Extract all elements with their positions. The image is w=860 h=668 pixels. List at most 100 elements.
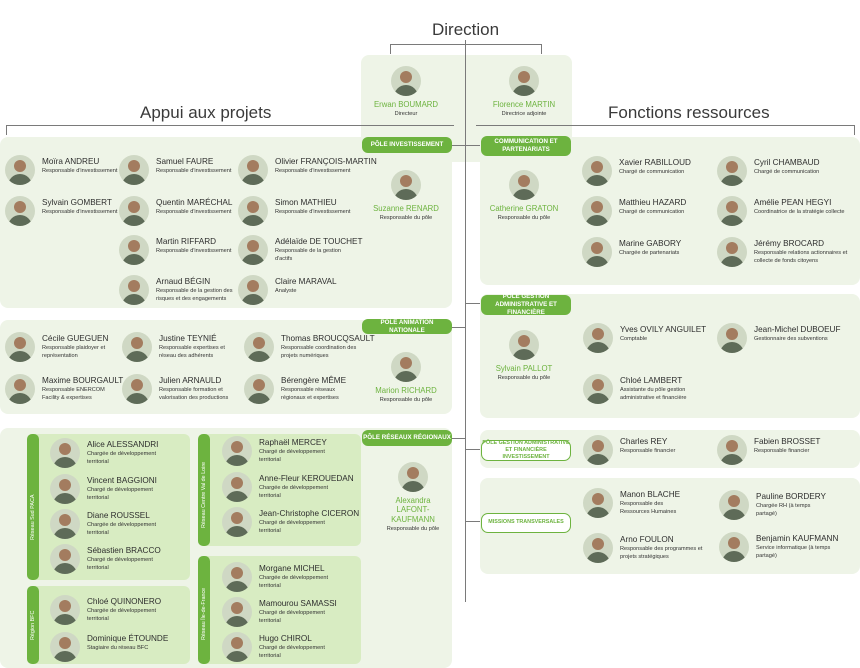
avatar — [509, 330, 539, 360]
pole-head: Alexandra LAFONT-KAUFMANN Responsable du… — [368, 462, 458, 532]
avatar — [119, 235, 149, 265]
avatar — [222, 472, 252, 502]
person-name: Justine TEYNIÉ — [159, 334, 217, 343]
person-name: Dominique ÉTOUNDE — [87, 634, 169, 643]
team-member: Raphaël MERCEY Chargé de développement te… — [222, 436, 392, 470]
avatar — [222, 507, 252, 537]
person-name: Olivier FRANÇOIS-MARTIN — [275, 157, 377, 166]
person-role: Responsable d'investissement — [42, 168, 118, 174]
person-name: Fabien BROSSET — [754, 437, 821, 446]
person-role: Assistante du pôle gestion administrativ… — [620, 387, 687, 401]
person-name: Charles REY — [620, 437, 668, 446]
team-member: Yves OVILY ANGUILET Comptable — [583, 323, 753, 357]
person-role: Responsable ENERCOM Facility & expertise… — [42, 387, 105, 401]
connector-reseaux — [452, 438, 465, 439]
avatar — [50, 509, 80, 539]
region-idf-label — [198, 556, 210, 664]
person-role: Chargée de partenariats — [619, 250, 680, 256]
avatar — [583, 323, 613, 353]
person-name: Suzanne RENARD — [373, 204, 439, 213]
avatar — [50, 474, 80, 504]
avatar — [717, 435, 747, 465]
avatar — [717, 156, 747, 186]
avatar — [583, 435, 613, 465]
pole-reseaux-tag: Pôle réseaux régionaux — [362, 430, 452, 446]
person-name: Yves OVILY ANGUILET — [620, 325, 707, 334]
person-role: Chargé de développement territorial — [259, 449, 325, 463]
avatar — [222, 562, 252, 592]
avatar — [717, 323, 747, 353]
connector-animation — [452, 327, 465, 328]
person-name: Jérémy BROCARD — [754, 239, 825, 248]
pole-head: Catherine GRATON Responsable du pôle — [479, 170, 569, 221]
appui-bracket-top — [6, 125, 454, 126]
person-name: Hugo CHIROL — [259, 634, 312, 643]
avatar — [50, 632, 80, 662]
person-role: Chargée de développement territorial — [259, 485, 329, 499]
avatar — [717, 237, 747, 267]
person-name: Erwan BOUMARD — [373, 100, 439, 109]
person-role: Responsable du pôle — [386, 526, 440, 533]
person-role: Analyste — [275, 288, 297, 294]
avatar — [222, 436, 252, 466]
appui-bracket-left — [6, 125, 7, 135]
person-role: Service informatique (à temps partagé) — [756, 545, 831, 559]
person-name: Catherine GRATON — [489, 204, 559, 213]
avatar — [119, 196, 149, 226]
person-role: Responsable du pôle — [497, 375, 551, 382]
avatar — [398, 462, 428, 492]
person-name: Pauline BORDERY — [756, 492, 826, 501]
direction-bracket-top — [390, 44, 542, 45]
person-role: Responsable d'investissement — [156, 168, 232, 174]
avatar — [582, 156, 612, 186]
person-name: Simon MATHIEU — [275, 198, 337, 207]
person-name: Cécile GUEGUEN — [42, 334, 109, 343]
person-name: Sylvain GOMBERT — [42, 198, 112, 207]
avatar — [238, 155, 268, 185]
person-name: Julien ARNAULD — [159, 376, 222, 385]
region-bfc-text: Région BFC — [30, 610, 36, 640]
avatar — [50, 544, 80, 574]
pole-head: Sylvain PALLOT Responsable du pôle — [479, 330, 569, 381]
avatar — [244, 374, 274, 404]
person-role: Chargée de développement territorial — [87, 451, 157, 465]
region-bfc-label — [27, 586, 39, 664]
person-name: Raphaël MERCEY — [259, 438, 327, 447]
person-role: Coordinatrice de la stratégie collecte — [754, 209, 845, 215]
person-name: Maxime BOURGAULT — [42, 376, 124, 385]
person-name: Matthieu HAZARD — [619, 198, 687, 207]
person-name: Marion RICHARD — [375, 386, 437, 395]
connector-gestion-invest — [465, 449, 480, 450]
direction-bracket-right — [541, 44, 542, 54]
avatar — [509, 66, 539, 96]
person-role: Responsable expertises et réseau des adh… — [159, 345, 225, 359]
direction-title: Direction — [432, 20, 500, 39]
avatar — [719, 490, 749, 520]
avatar — [583, 374, 613, 404]
region-centre-label — [198, 434, 210, 546]
avatar — [583, 533, 613, 563]
person-name: Marine GABORY — [619, 239, 682, 248]
avatar — [391, 352, 421, 382]
person-role: Chargé de communication — [619, 169, 685, 175]
person-name: Arnaud BÉGIN — [156, 277, 211, 286]
person-name: Benjamin KAUFMANN — [756, 534, 839, 543]
fonctions-bracket-top — [476, 125, 854, 126]
person-role: Comptable — [620, 336, 648, 342]
avatar — [5, 196, 35, 226]
person-name: Cyril CHAMBAUD — [754, 158, 820, 167]
avatar — [222, 632, 252, 662]
